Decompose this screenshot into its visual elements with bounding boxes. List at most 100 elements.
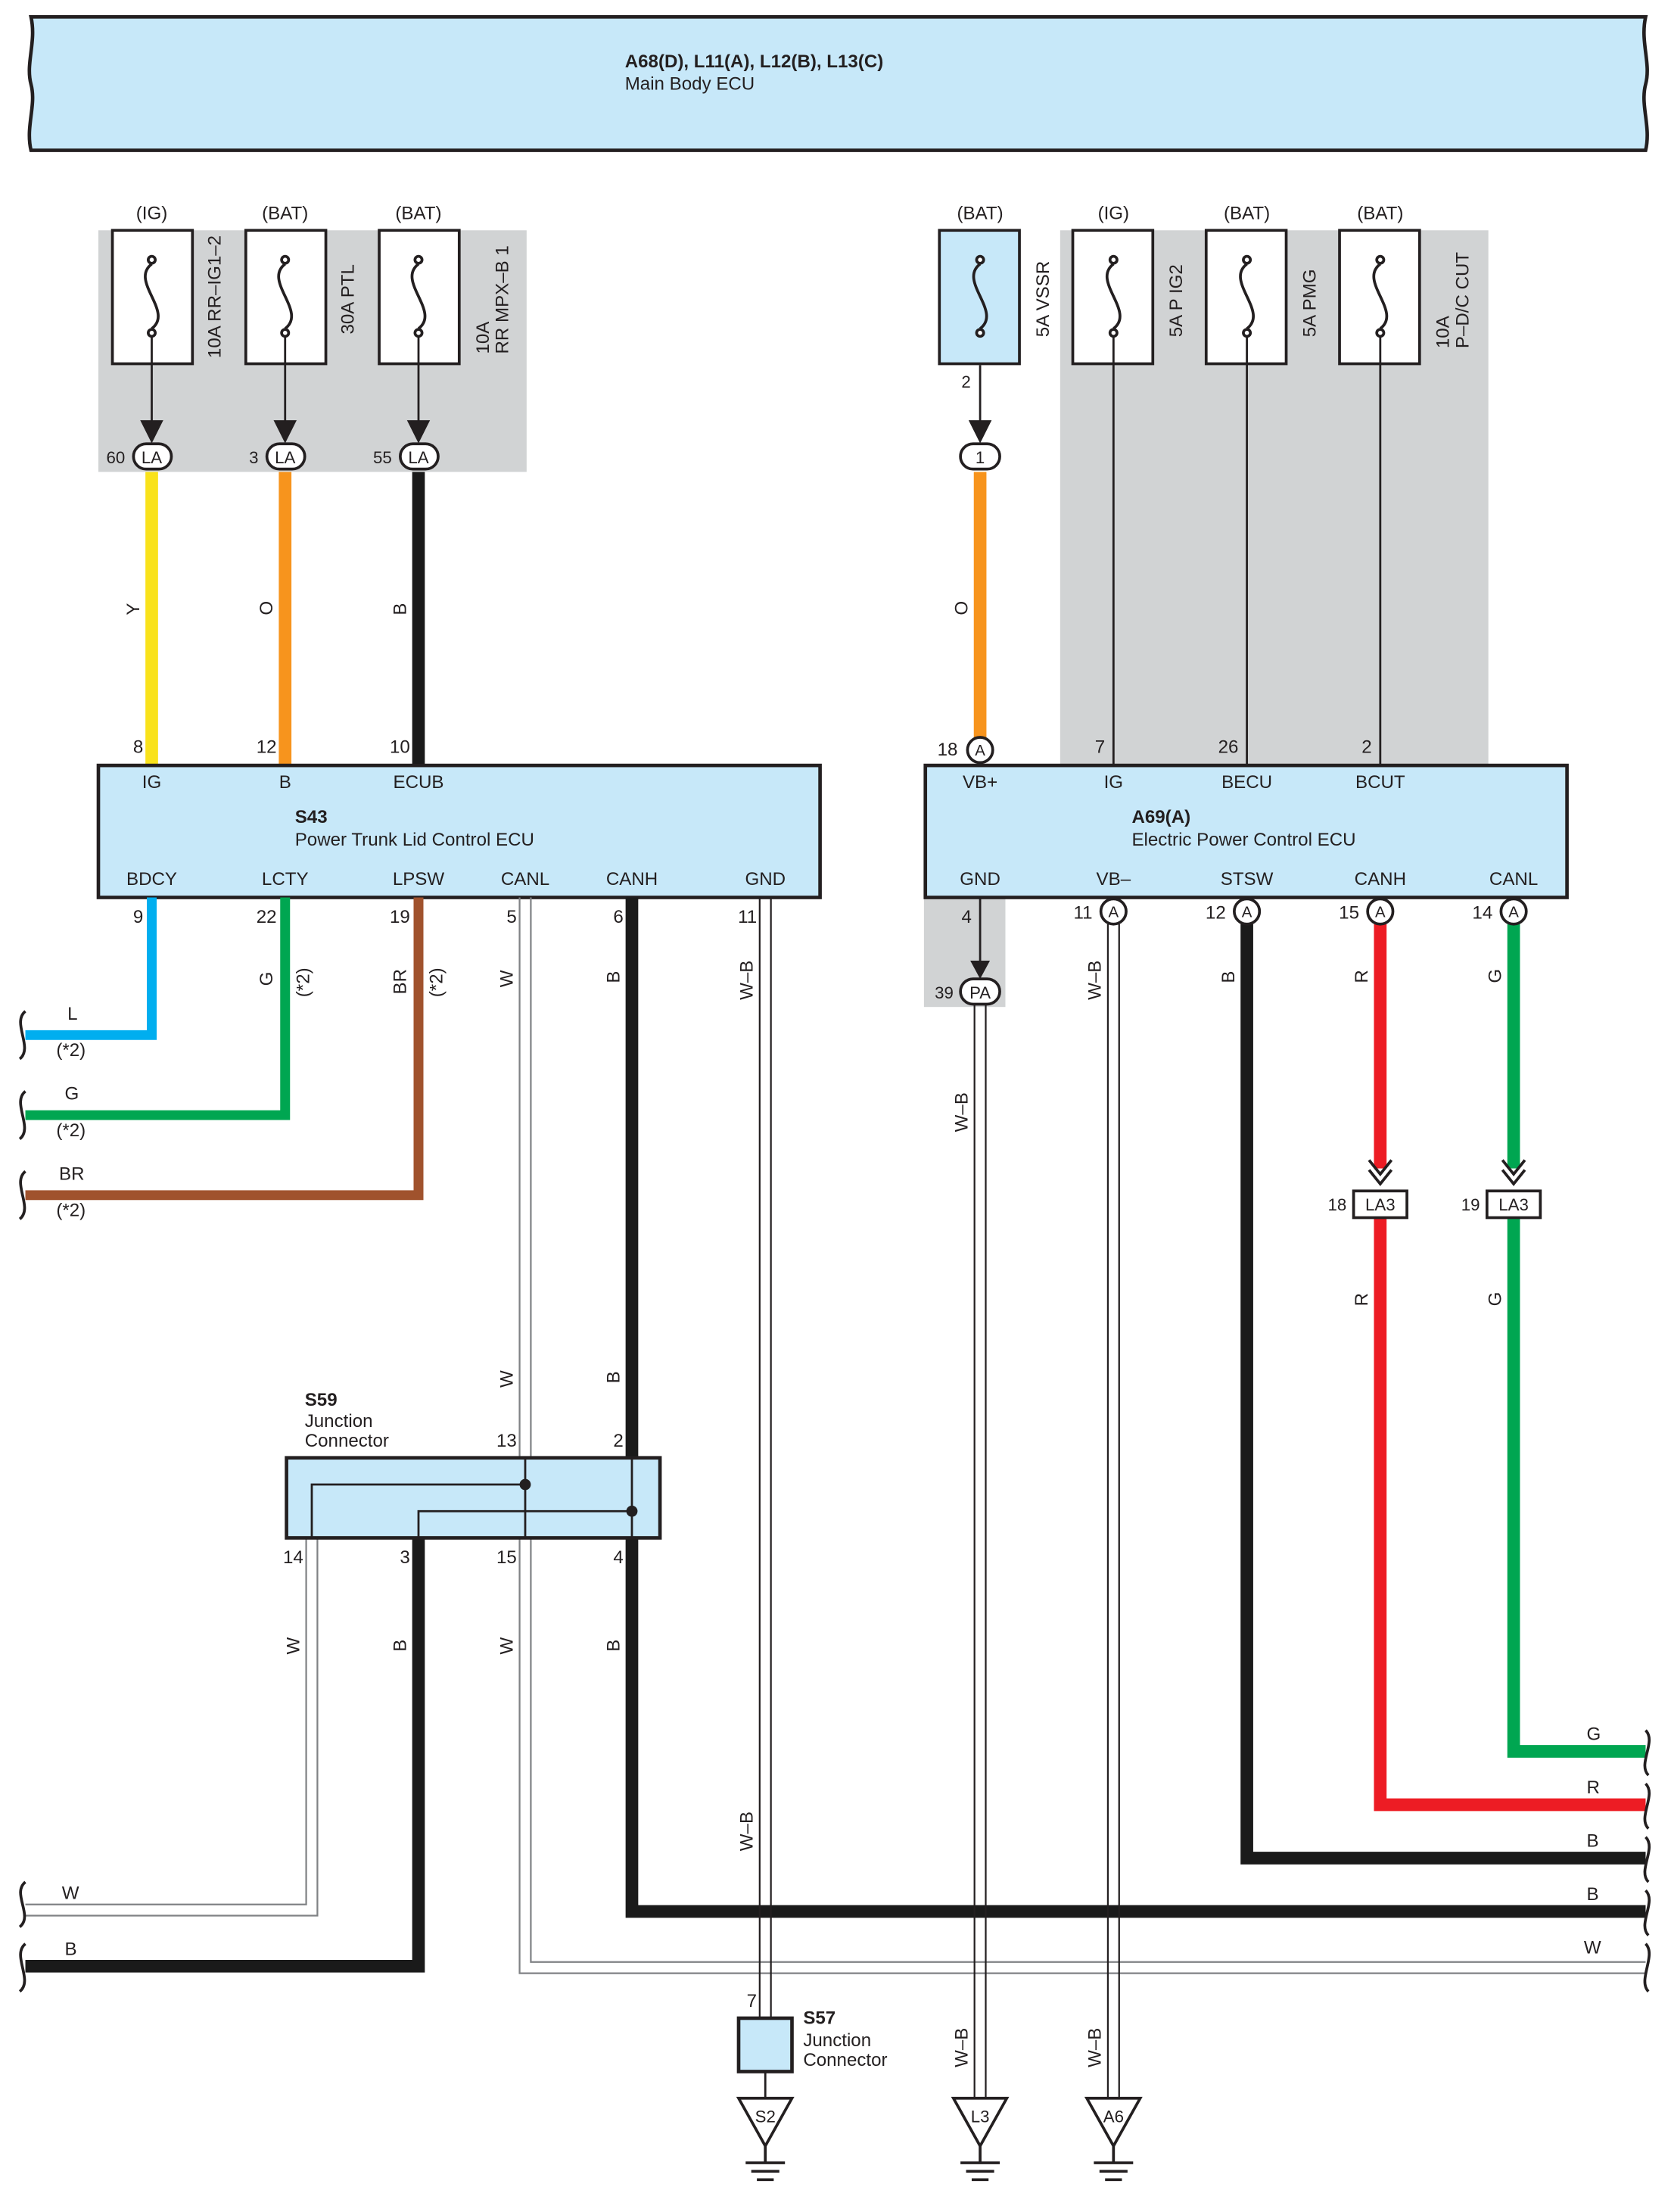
fuse-label-3a: 10A [473, 321, 493, 354]
s43-ecu-box [96, 763, 822, 899]
s57-line1: Junction [803, 2030, 871, 2051]
pin-s59-2: 2 [613, 1431, 623, 1451]
wire-label-g2: G [257, 972, 277, 986]
conn-a-vbm: A [1109, 904, 1119, 921]
pin-s43-ecub: 10 [390, 737, 410, 757]
wire-wb-gnd [758, 897, 772, 2018]
note-br: (*2) [56, 1201, 86, 1221]
supply-label-2: (BAT) [262, 203, 308, 223]
pin-s59-4: 4 [613, 1547, 623, 1568]
wire-wb-l3 [973, 1004, 987, 2098]
pin-s43-canl: 5 [506, 907, 516, 927]
a69-term-vbm: VB– [1097, 869, 1131, 889]
wire-label-w-left: W [62, 1883, 79, 1903]
conn-1: 1 [976, 448, 985, 467]
pin-a69-ig: 7 [1095, 737, 1105, 757]
ground-l3: L3 [971, 2107, 990, 2126]
pin-a69-vbm: 11 [1073, 902, 1092, 923]
s43-term-b: B [279, 772, 291, 793]
main-body-ecu-box [27, 14, 1649, 152]
fuse-label-1: 10A RR–IG1–2 [204, 235, 225, 358]
wire-label-br: BR [59, 1164, 85, 1184]
supply-label-7: (BAT) [1357, 203, 1403, 223]
s57-code: S57 [803, 2008, 835, 2028]
a69-term-stsw: STSW [1221, 869, 1274, 889]
s43-name: Power Trunk Lid Control ECU [295, 830, 534, 850]
pin-la3-19: 19 [1461, 1195, 1480, 1214]
pin-s59-15: 15 [496, 1547, 517, 1568]
wire-label-wb-pa: W–B [951, 1092, 972, 1132]
supply-label-3: (BAT) [395, 203, 441, 223]
conn-la-1: LA [142, 448, 162, 467]
wire-label-w-15: W [496, 1637, 517, 1654]
s43-term-canh: CANH [606, 869, 658, 889]
pin-s43-b: 12 [257, 737, 277, 757]
s43-term-ecub: ECUB [394, 772, 444, 793]
note-g: (*2) [56, 1120, 86, 1141]
pin-a69-vb: 18 [938, 740, 958, 760]
arrow-icon [970, 960, 991, 980]
main-body-ecu-code: A68(D), L11(A), L12(B), L13(C) [625, 51, 884, 72]
wire-label-wb-l3: W–B [951, 2028, 972, 2067]
a69-term-gnd: GND [960, 869, 1000, 889]
note-br2: (*2) [427, 967, 447, 997]
wire-label-b-right1: B [1587, 1831, 1599, 1852]
wire-label-g: G [64, 1084, 79, 1104]
wire-label-b-right2: B [1587, 1884, 1599, 1905]
pin-s43-canh: 6 [613, 907, 623, 927]
arrow-icon [273, 420, 297, 444]
s59-line1: Junction [305, 1411, 373, 1432]
pin-s59-14: 14 [283, 1547, 303, 1568]
pin-a69-canh: 15 [1339, 902, 1359, 923]
a69-term-ig: IG [1104, 772, 1123, 793]
ground-icon [951, 2096, 1010, 2182]
a69-code: A69(A) [1131, 807, 1190, 827]
wire-b-left [25, 1537, 425, 1973]
pin-la-60: 60 [106, 448, 125, 467]
pin-s43-bdcy: 9 [133, 907, 143, 927]
conn-a-stsw: A [1242, 904, 1252, 921]
fuse-icon [938, 229, 1021, 366]
wire-label-br2: BR [390, 969, 410, 995]
a69-term-becu: BECU [1221, 772, 1272, 793]
conn-a-canh: A [1375, 904, 1386, 921]
a69-name: Electric Power Control ECU [1131, 830, 1355, 850]
wire-label-b-canh2: B [603, 1371, 624, 1383]
s43-code: S43 [295, 807, 328, 827]
pin-la3-18: 18 [1328, 1195, 1347, 1214]
pin-la-55: 55 [373, 448, 392, 467]
s59-junction-box [285, 1456, 662, 1540]
ground-s2: S2 [755, 2107, 776, 2126]
wire-label-b-left: B [64, 1939, 76, 1959]
wire-label-g3: G [1485, 1292, 1505, 1307]
chevron-down-icon [1501, 1159, 1526, 1186]
conn-la-3: LA [408, 448, 428, 467]
s57-junction-box [736, 2016, 794, 2073]
s59-line2: Connector [305, 1431, 389, 1451]
wire-label-w-canl2: W [496, 1370, 517, 1388]
pin-s57-7: 7 [747, 1991, 757, 2011]
pin-s43-ig: 8 [133, 737, 143, 757]
wire-b-canh-right [625, 1537, 1646, 1918]
pin-a69-bcut: 2 [1361, 737, 1371, 757]
conn-la3-2: LA3 [1498, 1195, 1529, 1214]
pin-s43-lpsw: 19 [390, 907, 410, 927]
s43-term-ig: IG [142, 772, 161, 793]
pin-la-3: 3 [249, 448, 258, 467]
pin-s43-gnd: 11 [738, 907, 757, 927]
arrow-icon [406, 420, 431, 444]
wire-label-g-right: G [1587, 1724, 1601, 1745]
wire-label-r-right: R [1587, 1777, 1600, 1798]
wire-label-w-14: W [283, 1637, 303, 1654]
a69-term-canh: CANH [1355, 869, 1406, 889]
wire-label-r2: R [1352, 1293, 1372, 1306]
pin-pa-39: 39 [935, 983, 954, 1002]
ground-icon [736, 2096, 795, 2182]
note-g2: (*2) [293, 967, 313, 997]
wire-g-lcty [25, 897, 291, 1120]
s43-term-lcty: LCTY [262, 869, 309, 889]
wire-label-g1: G [1485, 969, 1505, 983]
wire-w-left [25, 1537, 319, 1917]
wire-label-b-canh: B [603, 971, 624, 983]
wire-label-l: L [67, 1004, 77, 1024]
